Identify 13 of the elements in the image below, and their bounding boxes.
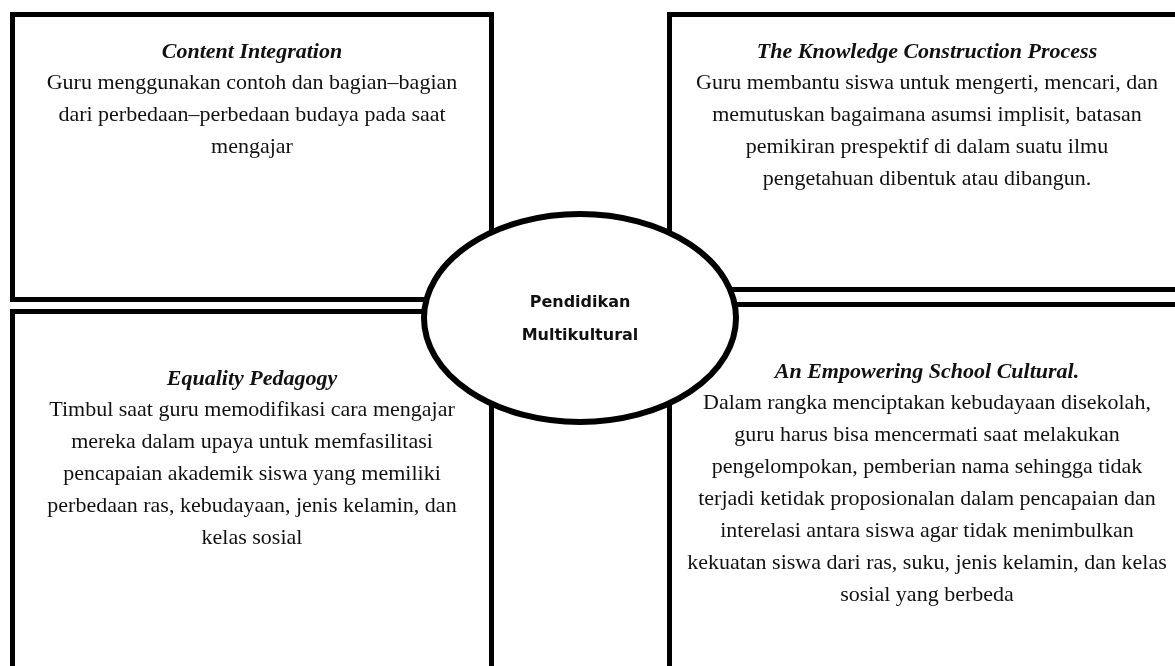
center-label: Pendidikan Multikultural — [520, 291, 640, 346]
box-heading: Equality Pedagogy — [166, 364, 338, 392]
box-heading: An Empowering School Cultural. — [774, 357, 1080, 385]
box-description: Guru membantu siswa untuk mengerti, mencari, dan memutuskan bagaimana asumsi implisit, batasan pemikiran prespektif di dalam suatu ilmu pengetahuan dibentuk atau dibangun. — [695, 68, 1159, 192]
text-box — [10, 12, 494, 302]
text-box — [10, 309, 494, 666]
box-description: Timbul saat guru memodifikasi cara mengajar mereka dalam upaya untuk memfasilitasi pencapaian akademik siswa yang memiliki perbedaan ras, kebudayaan, jenis kelamin, dan kelas sosial — [46, 395, 458, 551]
text-box — [667, 12, 1175, 292]
box-description: Guru menggunakan contoh dan bagian–bagian dari perbedaan–perbedaan budaya pada saat mengajar — [45, 68, 459, 160]
box-heading: The Knowledge Construction Process — [756, 37, 1098, 65]
box-description: Dalam rangka menciptakan kebudayaan disekolah, guru harus bisa mencermati saat melakukan pengelompokan, pemberian nama sehingga tidak terjadi ketidak proposionalan dalam pencapaian dan interelasi antara siswa agar tidak menimbulkan kekuatan siswa dari ras, suku, jenis kelamin, dan kelas sosial yang berbeda — [687, 388, 1167, 608]
box-heading: Content Integration — [161, 37, 343, 65]
text-box — [667, 302, 1175, 666]
